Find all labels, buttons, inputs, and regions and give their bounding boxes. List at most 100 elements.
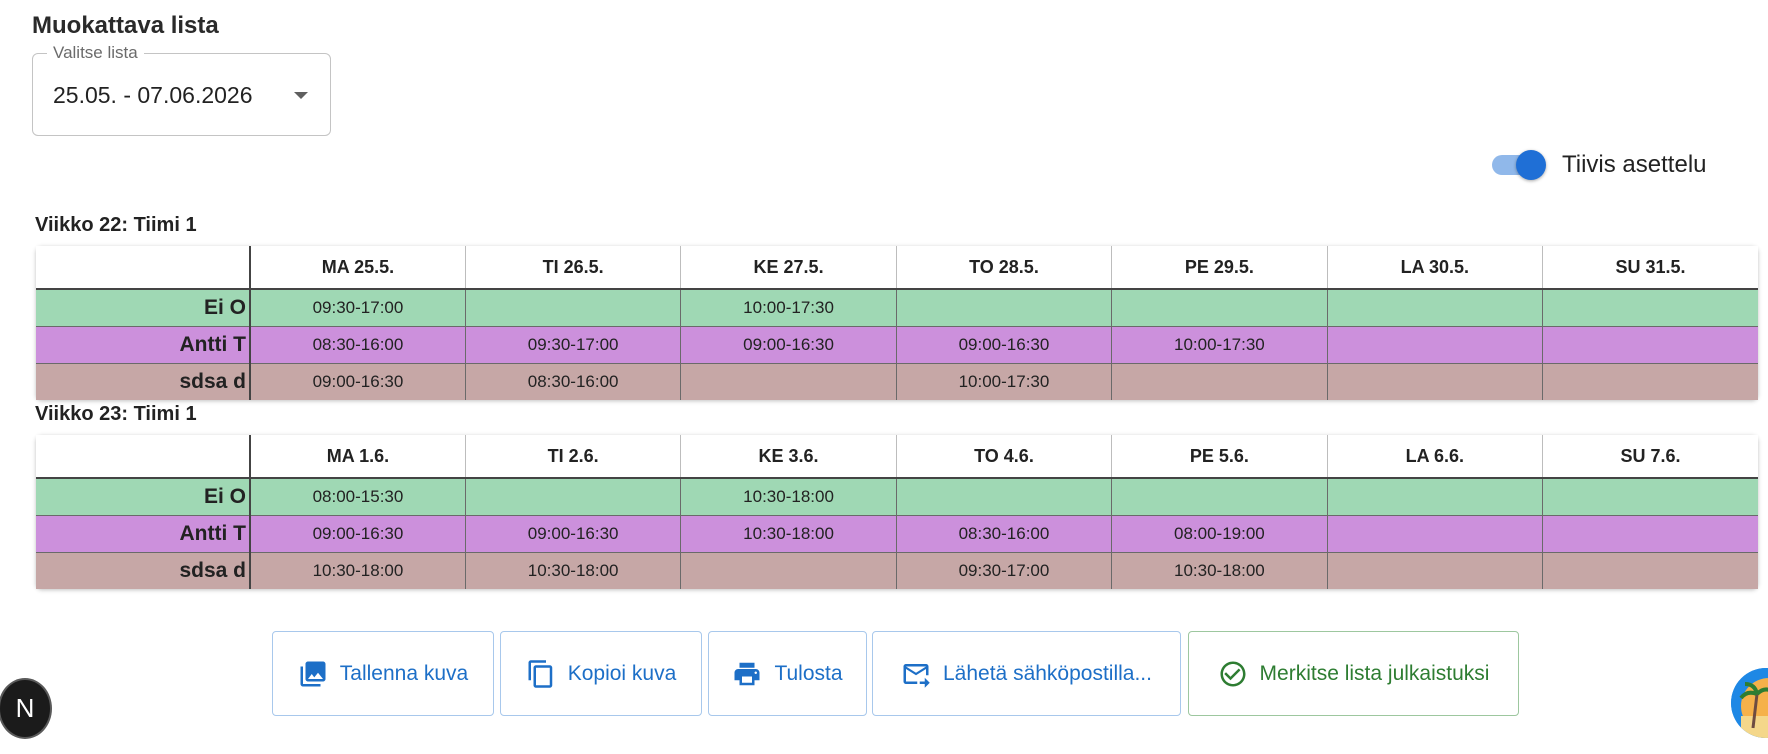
shift-cell[interactable]: 10:30-18:00 (680, 478, 897, 516)
shift-cell[interactable] (1542, 363, 1758, 400)
employee-name: Ei O (36, 289, 251, 327)
shift-cell[interactable] (1326, 289, 1543, 327)
publish-list-button[interactable]: Merkitse lista julkaistuksi (1188, 631, 1519, 716)
shift-cell[interactable] (1326, 326, 1543, 364)
header-corner (36, 435, 251, 479)
compact-layout-toggle[interactable]: Tiivis asettelu (1492, 146, 1707, 184)
image-save-icon (300, 661, 326, 686)
employee-name: Antti T (36, 326, 251, 364)
shift-cell[interactable]: 10:30-18:00 (464, 552, 681, 589)
table-row: Ei O 08:00-15:30 10:30-18:00 (36, 478, 1758, 516)
day-header: PE 29.5. (1111, 246, 1328, 290)
list-select-value: 25.05. - 07.06.2026 (53, 82, 253, 108)
shift-cell[interactable]: 09:30-17:00 (464, 326, 681, 364)
shift-cell[interactable] (1542, 552, 1758, 589)
shift-cell[interactable]: 09:30-17:00 (895, 552, 1112, 589)
toggle-track[interactable] (1492, 150, 1546, 180)
dev-tools-badge[interactable]: N (0, 680, 50, 737)
shift-cell[interactable]: 10:00-17:30 (895, 363, 1112, 400)
beach-avatar-icon (1731, 668, 1768, 738)
day-header: MA 1.6. (249, 435, 466, 479)
day-header: MA 25.5. (249, 246, 466, 290)
table-header-row: MA 25.5. TI 26.5. KE 27.5. TO 28.5. PE 2… (36, 246, 1758, 290)
day-header: SU 31.5. (1542, 246, 1758, 290)
shift-cell[interactable]: 09:00-16:30 (249, 363, 466, 400)
shift-cell[interactable]: 08:30-16:00 (895, 515, 1112, 553)
table-row: Ei O 09:30-17:00 10:00-17:30 (36, 289, 1758, 327)
shift-cell[interactable] (895, 289, 1112, 327)
shift-cell[interactable]: 09:00-16:30 (464, 515, 681, 553)
email-send-icon (903, 663, 930, 688)
employee-name: Antti T (36, 515, 251, 553)
print-button[interactable]: Tulosta (708, 631, 867, 716)
week-title: Viikko 23: Tiimi 1 (35, 403, 197, 425)
shift-cell[interactable]: 10:00-17:30 (680, 289, 897, 327)
shift-cell[interactable]: 10:30-18:00 (680, 515, 897, 553)
shift-cell[interactable]: 09:00-16:30 (895, 326, 1112, 364)
employee-name: sdsa d (36, 363, 251, 400)
shift-cell[interactable] (464, 478, 681, 516)
check-circle-icon (1220, 661, 1246, 686)
week-title: Viikko 22: Tiimi 1 (35, 214, 197, 236)
shift-cell[interactable]: 10:30-18:00 (249, 552, 466, 589)
shift-cell[interactable] (464, 289, 681, 327)
table-header-row: MA 1.6. TI 2.6. KE 3.6. TO 4.6. PE 5.6. … (36, 435, 1758, 479)
copy-image-button[interactable]: Kopioi kuva (500, 631, 702, 716)
shift-cell[interactable] (680, 552, 897, 589)
shift-cell[interactable] (1111, 478, 1328, 516)
shift-cell[interactable]: 10:30-18:00 (1111, 552, 1328, 589)
shift-cell[interactable] (680, 363, 897, 400)
day-header: LA 30.5. (1326, 246, 1543, 290)
publish-list-label: Merkitse lista julkaistuksi (1259, 661, 1490, 685)
table-row: sdsa d 09:00-16:30 08:30-16:00 10:00-17:… (36, 363, 1758, 400)
shift-cell[interactable] (1326, 363, 1543, 400)
schedule-table-week-23: MA 1.6. TI 2.6. KE 3.6. TO 4.6. PE 5.6. … (36, 435, 1758, 589)
toggle-label: Tiivis asettelu (1562, 151, 1707, 178)
shift-cell[interactable] (1542, 515, 1758, 553)
day-header: TO 4.6. (895, 435, 1112, 479)
save-image-label: Tallenna kuva (339, 661, 469, 685)
shift-cell[interactable] (1111, 289, 1328, 327)
list-select-label: Valitse lista (47, 43, 144, 63)
day-header: KE 3.6. (680, 435, 897, 479)
shift-cell[interactable] (895, 478, 1112, 516)
shift-cell[interactable] (1542, 326, 1758, 364)
table-row: sdsa d 10:30-18:00 10:30-18:00 09:30-17:… (36, 552, 1758, 589)
shift-cell[interactable] (1111, 363, 1328, 400)
copy-image-label: Kopioi kuva (567, 661, 677, 685)
shift-cell[interactable]: 08:30-16:00 (249, 326, 466, 364)
day-header: TO 28.5. (895, 246, 1112, 290)
shift-cell[interactable] (1326, 515, 1543, 553)
day-header: SU 7.6. (1542, 435, 1758, 479)
send-email-label: Lähetä sähköpostilla... (943, 661, 1152, 685)
day-header: PE 5.6. (1111, 435, 1328, 479)
shift-cell[interactable]: 08:00-19:00 (1111, 515, 1328, 553)
day-header: TI 2.6. (464, 435, 681, 479)
toggle-thumb[interactable] (1516, 150, 1546, 180)
day-header: KE 27.5. (680, 246, 897, 290)
list-select[interactable]: Valitse lista 25.05. - 07.06.2026 (32, 43, 331, 136)
print-label: Tulosta (774, 661, 843, 685)
shift-cell[interactable]: 08:00-15:30 (249, 478, 466, 516)
shift-cell[interactable]: 09:00-16:30 (249, 515, 466, 553)
save-image-button[interactable]: Tallenna kuva (272, 631, 494, 716)
shift-cell[interactable]: 08:30-16:00 (464, 363, 681, 400)
shift-cell[interactable]: 09:00-16:30 (680, 326, 897, 364)
page-title: Muokattava lista (32, 12, 219, 39)
shift-cell[interactable]: 10:00-17:30 (1111, 326, 1328, 364)
assistant-avatar[interactable] (1731, 668, 1768, 738)
shift-cell[interactable] (1542, 289, 1758, 327)
employee-name: sdsa d (36, 552, 251, 589)
send-email-button[interactable]: Lähetä sähköpostilla... (872, 631, 1181, 716)
day-header: TI 26.5. (464, 246, 681, 290)
table-row: Antti T 09:00-16:30 09:00-16:30 10:30-18… (36, 515, 1758, 553)
shift-cell[interactable]: 09:30-17:00 (249, 289, 466, 327)
shift-cell[interactable] (1326, 478, 1543, 516)
caret-down-icon (294, 92, 308, 99)
shift-cell[interactable] (1542, 478, 1758, 516)
badge-letter: N (15, 693, 35, 723)
copy-icon (528, 659, 552, 688)
table-row: Antti T 08:30-16:00 09:30-17:00 09:00-16… (36, 326, 1758, 364)
shift-cell[interactable] (1326, 552, 1543, 589)
schedule-table-week-22: MA 25.5. TI 26.5. KE 27.5. TO 28.5. PE 2… (36, 246, 1758, 400)
